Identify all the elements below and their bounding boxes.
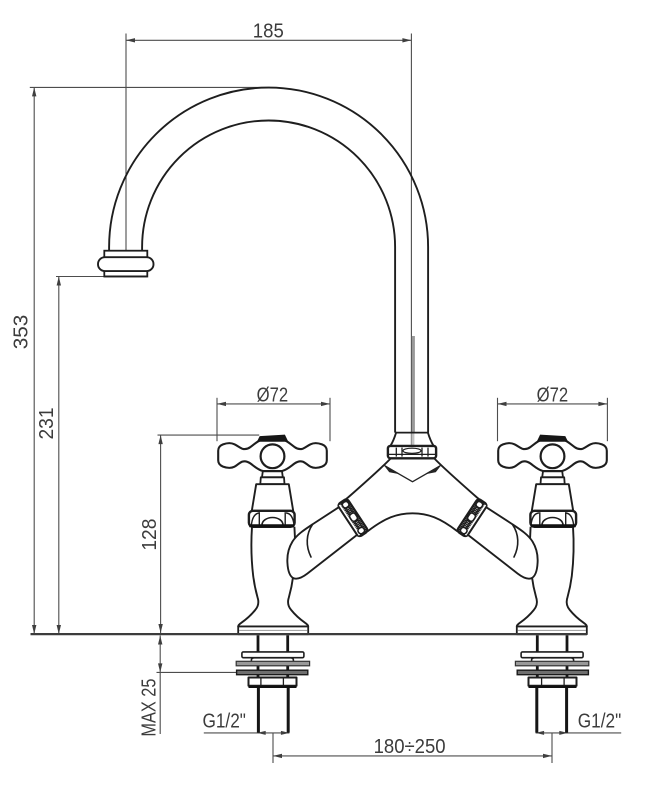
svg-text:231: 231	[36, 408, 58, 440]
svg-text:180÷250: 180÷250	[374, 736, 446, 758]
svg-text:Ø72: Ø72	[537, 384, 569, 406]
svg-text:G1/2": G1/2"	[578, 710, 622, 732]
svg-text:MAX 25: MAX 25	[139, 679, 161, 737]
svg-text:353: 353	[11, 315, 33, 350]
svg-text:128: 128	[139, 519, 161, 551]
svg-text:185: 185	[253, 21, 284, 43]
svg-text:Ø72: Ø72	[257, 384, 289, 406]
svg-text:G1/2": G1/2"	[202, 710, 246, 732]
